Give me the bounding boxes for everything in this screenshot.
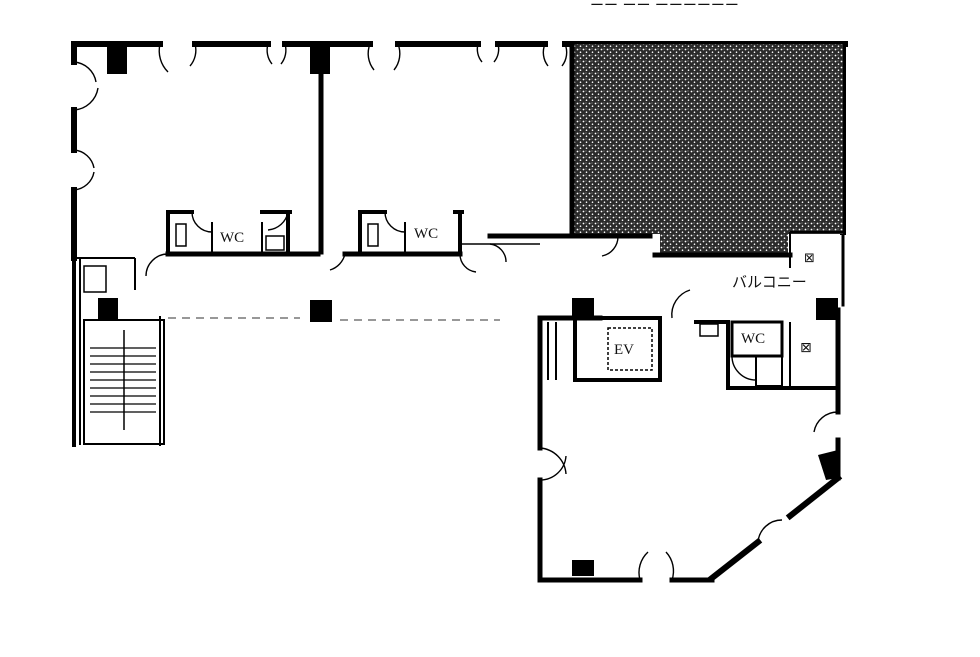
- wc-label-1: WC: [220, 230, 244, 246]
- wc-block-1: WC: [145, 210, 292, 277]
- elevator-block: EV: [547, 316, 662, 382]
- staircase: [72, 256, 165, 447]
- ps-label-2: ⊠: [800, 340, 812, 356]
- wc-label-2: WC: [414, 226, 438, 242]
- wc-label-3: WC: [741, 331, 765, 347]
- dark-room-lower: [660, 205, 788, 257]
- dark-room: [572, 44, 843, 234]
- ps-label-1: ⊠: [804, 251, 815, 266]
- balcony: ⊠ バルコニー: [732, 231, 843, 291]
- corridor-markings: [168, 317, 500, 321]
- wc-block-2: WC: [329, 210, 507, 273]
- lower-block-walls: [537, 307, 843, 583]
- door-swings-lower: [539, 235, 839, 581]
- top-caption: ーー ーー ーーーーーー: [590, 0, 739, 14]
- balcony-label: バルコニー: [732, 273, 807, 291]
- ev-label: EV: [614, 342, 634, 358]
- wc-block-3: WC ⊠: [694, 320, 812, 390]
- door-swings-top: [73, 43, 568, 191]
